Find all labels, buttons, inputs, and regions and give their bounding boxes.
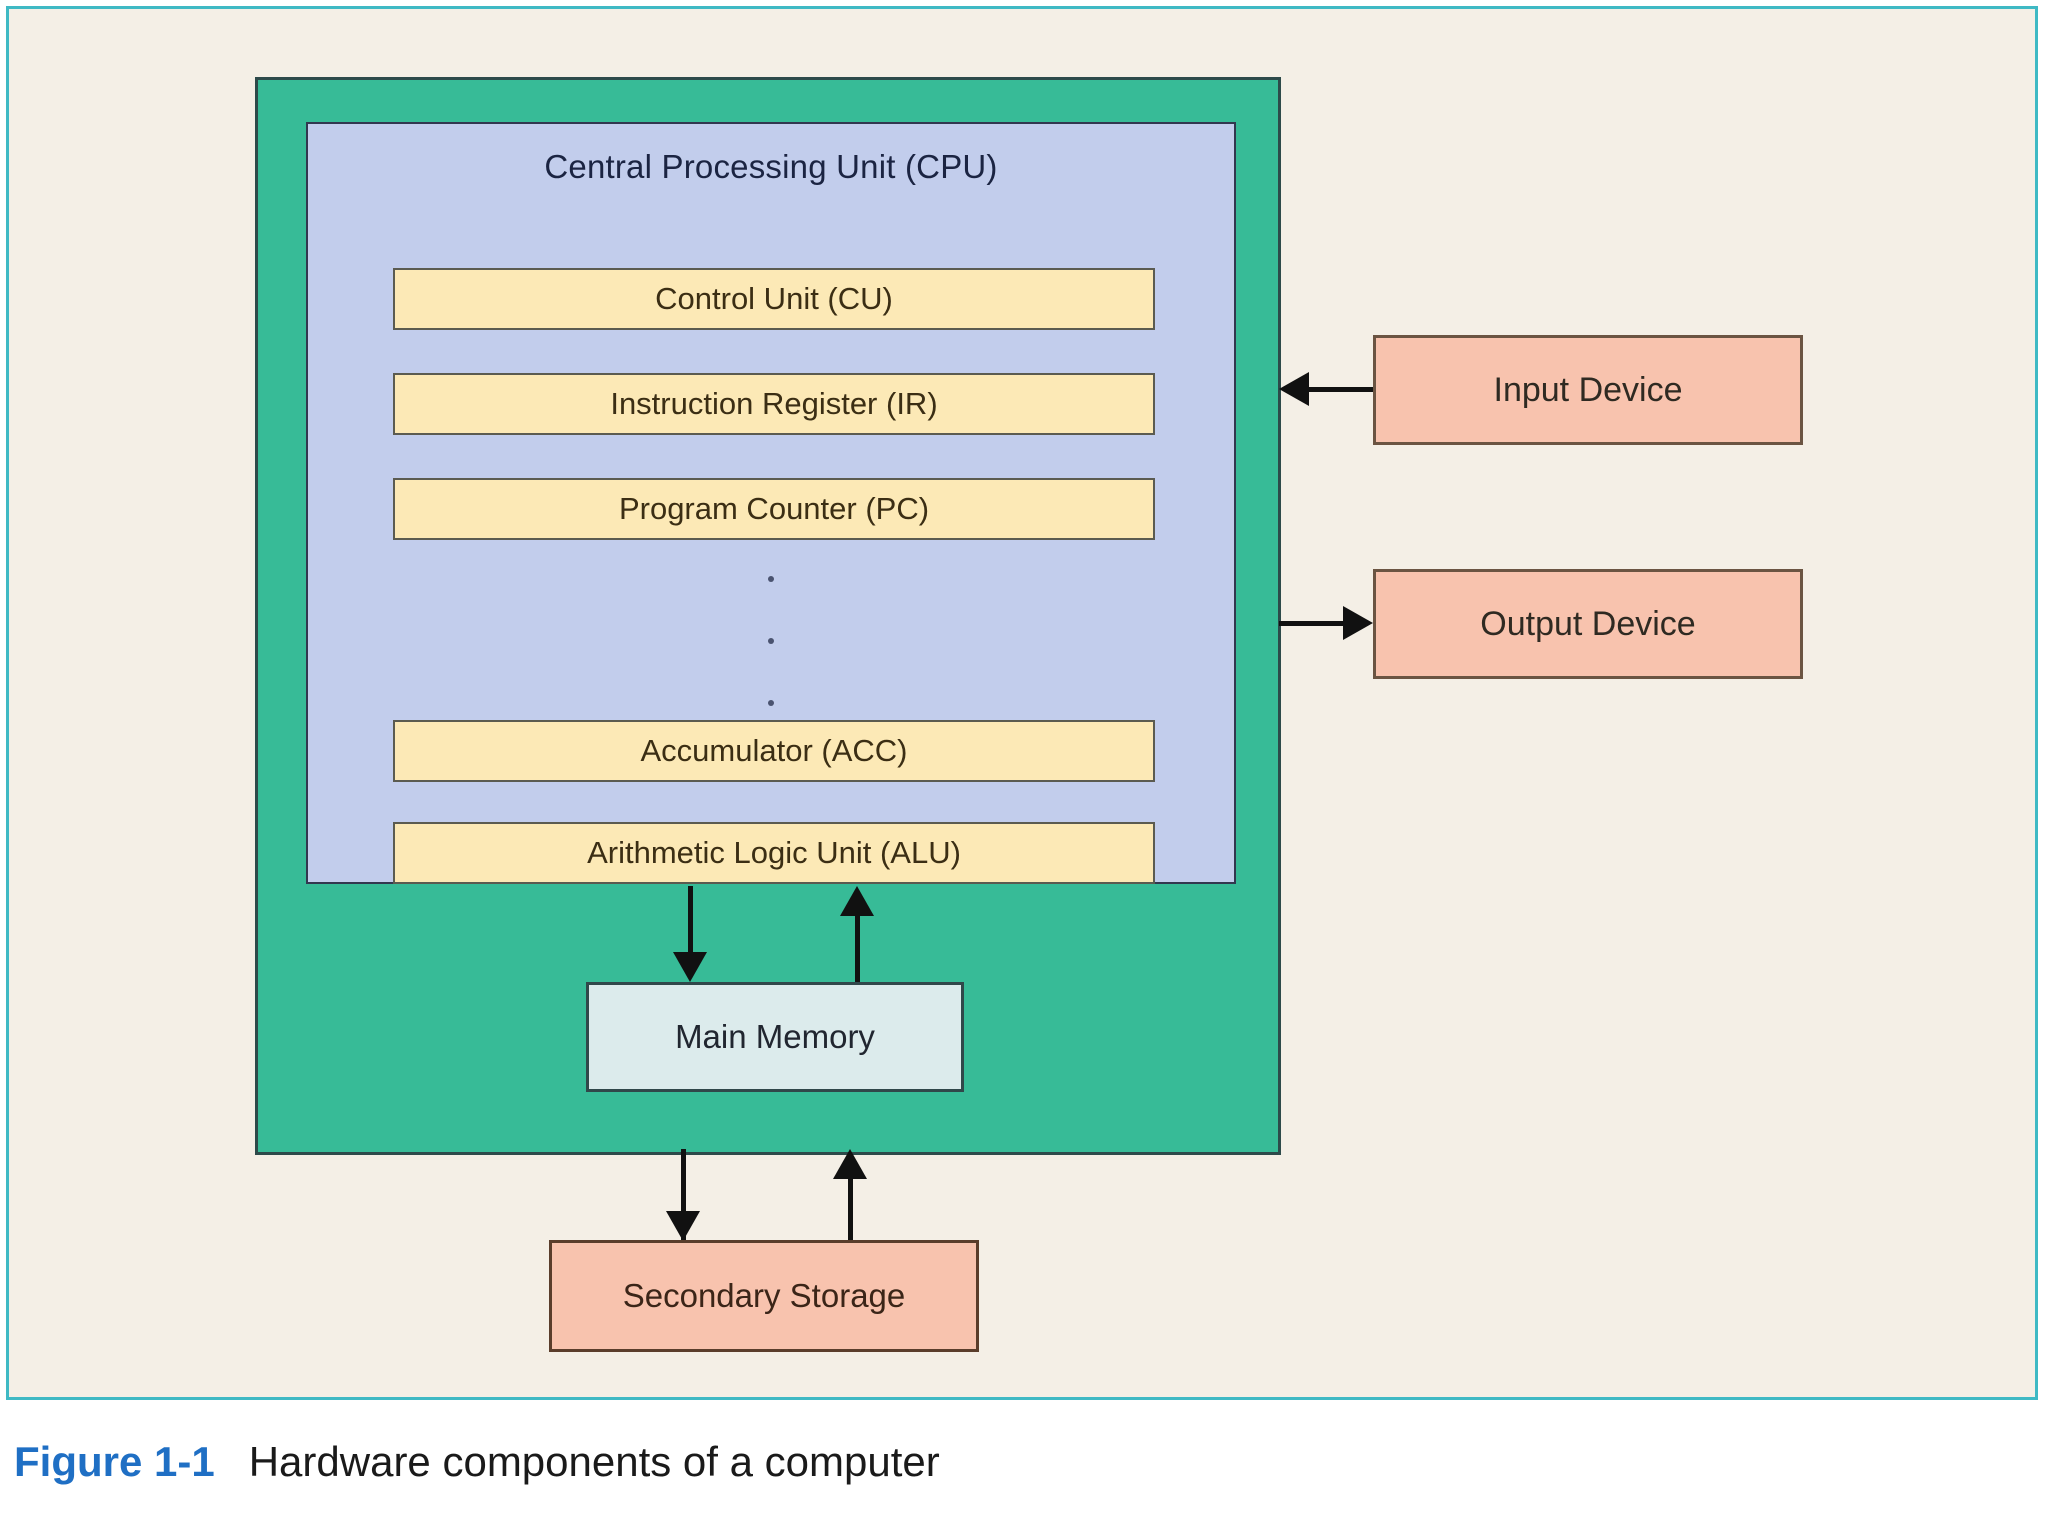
ellipsis-dot xyxy=(768,700,774,706)
arrow-memory-to-secondary-shaft xyxy=(681,1149,686,1241)
arrow-main-memory-to-cpu-shaft xyxy=(855,916,860,986)
input-device-box: Input Device xyxy=(1373,335,1803,445)
figure-frame: Central Processing Unit (CPU) Control Un… xyxy=(6,6,2038,1400)
cpu-title: Central Processing Unit (CPU) xyxy=(544,148,998,185)
arrow-memory-to-secondary-head xyxy=(666,1211,700,1241)
arrow-secondary-to-memory-shaft xyxy=(848,1179,853,1241)
arrow-secondary-to-memory-head xyxy=(833,1149,867,1179)
figure-caption: Figure 1-1 Hardware components of a compu… xyxy=(14,1438,2014,1486)
register-arithmetic-logic-unit: Arithmetic Logic Unit (ALU) xyxy=(393,822,1155,884)
figure-caption-label: Figure 1-1 xyxy=(14,1438,215,1485)
register-accumulator: Accumulator (ACC) xyxy=(393,720,1155,782)
ellipsis-dot xyxy=(768,638,774,644)
vertical-ellipsis xyxy=(308,576,1234,706)
arrow-cpu-to-output-shaft xyxy=(1279,621,1343,626)
main-memory-box: Main Memory xyxy=(586,982,964,1092)
register-control-unit: Control Unit (CU) xyxy=(393,268,1155,330)
arrow-cpu-to-main-memory-head xyxy=(673,952,707,982)
output-device-box: Output Device xyxy=(1373,569,1803,679)
arrow-input-to-cpu-head xyxy=(1279,372,1309,406)
arrow-main-memory-to-cpu-head xyxy=(840,886,874,916)
ellipsis-dot xyxy=(768,576,774,582)
arrow-cpu-to-output-head xyxy=(1343,606,1373,640)
cpu-box: Central Processing Unit (CPU) Control Un… xyxy=(306,122,1236,884)
arrow-cpu-to-main-memory-shaft xyxy=(688,886,693,960)
secondary-storage-box: Secondary Storage xyxy=(549,1240,979,1352)
register-instruction-register: Instruction Register (IR) xyxy=(393,373,1155,435)
arrow-input-to-cpu-shaft xyxy=(1309,387,1373,392)
system-enclosure: Central Processing Unit (CPU) Control Un… xyxy=(255,77,1281,1155)
register-program-counter: Program Counter (PC) xyxy=(393,478,1155,540)
figure-caption-text: Hardware components of a computer xyxy=(248,1438,940,1485)
